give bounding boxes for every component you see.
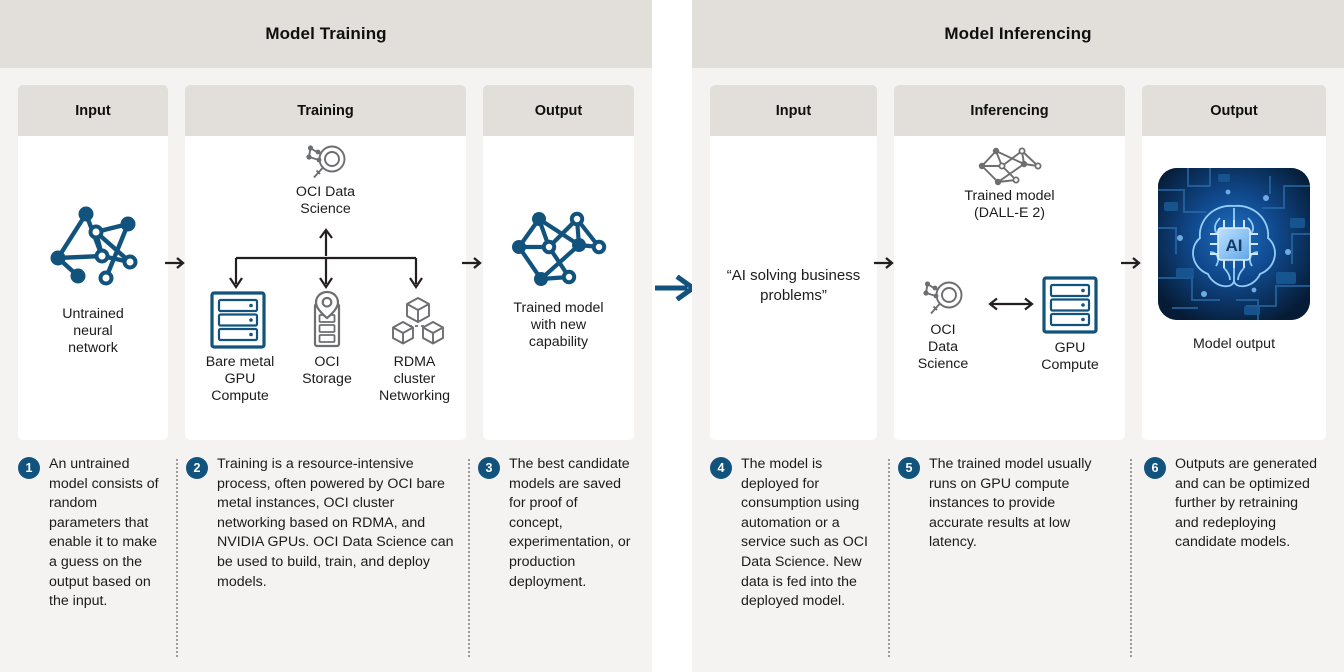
gpu-compute-label: GPU Compute	[1041, 340, 1099, 373]
trained-model-dalle-icon	[976, 146, 1044, 191]
note-text-3: The best candidate models are saved for …	[509, 456, 631, 590]
stage-header-training: Training	[185, 85, 466, 136]
trained-model-icon	[509, 211, 609, 291]
stage-body-inferencing-input: “AI solving business problems”	[710, 136, 877, 440]
note-4: 4 The model is deployed for consumption …	[710, 455, 880, 612]
note-badge-1: 1	[18, 457, 40, 479]
trained-model-label: Trained model with new capability	[513, 300, 604, 350]
note-divider-5	[1130, 459, 1132, 657]
chip-ai-text: AI	[1226, 236, 1243, 255]
bare-metal-gpu-compute-label: Bare metal GPU Compute	[205, 354, 275, 404]
stage-header-input: Input	[18, 85, 168, 136]
note-5: 5 The trained model usually runs on GPU …	[898, 455, 1094, 553]
section-model-training: Model Training Input	[0, 0, 652, 672]
note-text-5: The trained model usually runs on GPU co…	[929, 456, 1092, 551]
stage-header-inferencing-output: Output	[1142, 85, 1326, 136]
stage-header-inferencing-input: Input	[710, 85, 877, 136]
stage-inferencing-output[interactable]: Output	[1142, 85, 1326, 440]
training-notes: 1 An untrained model consists of random …	[0, 455, 652, 672]
note-badge-6: 6	[1144, 457, 1166, 479]
stage-body-training-output: Trained model with new capability	[483, 136, 634, 440]
note-text-6: Outputs are generated and can be optimiz…	[1175, 456, 1317, 551]
note-1: 1 An untrained model consists of random …	[18, 455, 166, 612]
note-6: 6 Outputs are generated and can be optim…	[1144, 455, 1322, 553]
bare-metal-gpu-compute-icon	[210, 291, 266, 354]
stage-header-inferencing: Inferencing	[894, 85, 1125, 136]
section-model-inferencing: Model Inferencing Input “AI solving busi…	[692, 0, 1344, 672]
arrow-training-to-output	[462, 257, 482, 269]
stage-body-training: OCI Data Science	[185, 136, 466, 440]
training-connector-tree	[229, 228, 423, 289]
model-output-label: Model output	[1192, 336, 1276, 352]
untrained-neural-network-icon	[44, 206, 142, 296]
oci-data-science-icon	[303, 142, 349, 187]
arrow-training-to-inferencing	[655, 275, 697, 301]
note-text-1: An untrained model consists of random pa…	[49, 456, 159, 610]
oci-data-science-icon-inferencing	[920, 278, 966, 323]
arrow-inferencing-input-to-inferencing	[874, 257, 894, 269]
training-stages: Input	[0, 85, 652, 440]
oci-storage-label: OCI Storage	[302, 354, 352, 387]
note-text-2: Training is a resource-intensive process…	[217, 456, 454, 590]
untrained-neural-network-label: Untrained neural network	[62, 306, 124, 356]
inferencing-stages: Input “AI solving business problems” Inf…	[692, 85, 1344, 440]
rdma-cluster-networking-label: RDMA cluster Networking	[379, 354, 450, 404]
stage-inferencing-input[interactable]: Input “AI solving business problems”	[710, 85, 877, 440]
stage-inferencing-inferencing[interactable]: Inferencing	[894, 85, 1125, 440]
rdma-cluster-networking-icon	[391, 296, 445, 353]
section-title-model-inferencing: Model Inferencing	[692, 0, 1344, 68]
stage-training-training[interactable]: Training	[185, 85, 466, 440]
section-title-model-training: Model Training	[0, 0, 652, 68]
oci-storage-icon	[309, 290, 345, 355]
note-badge-3: 3	[478, 457, 500, 479]
note-3: 3 The best candidate models are saved fo…	[478, 455, 634, 592]
note-text-4: The model is deployed for consumption us…	[741, 456, 868, 610]
prompt-quote: “AI solving business problems”	[726, 267, 861, 304]
note-badge-5: 5	[898, 457, 920, 479]
gpu-compute-icon	[1042, 276, 1098, 339]
stage-training-output[interactable]: Output	[483, 85, 634, 440]
note-divider-4	[888, 459, 890, 657]
note-divider-2	[468, 459, 470, 657]
trained-model-dalle-label: Trained model (DALL-E 2)	[964, 188, 1055, 221]
inferencing-notes: 4 The model is deployed for consumption …	[692, 455, 1344, 672]
model-output-image: AI	[1158, 168, 1310, 320]
section-gap	[652, 0, 692, 672]
arrow-inferencing-to-output	[1121, 257, 1141, 269]
stage-body-inferencing-output: AI Model output	[1142, 136, 1326, 440]
stage-body-training-input: Untrained neural network	[18, 136, 168, 440]
arrow-bidirectional-data-science-gpu	[988, 297, 1034, 311]
note-2: 2 Training is a resource-intensive proce…	[186, 455, 458, 592]
note-badge-4: 4	[710, 457, 732, 479]
note-divider-1	[176, 459, 178, 657]
oci-data-science-label-inferencing: OCI Data Science	[917, 322, 969, 372]
oci-data-science-label: OCI Data Science	[295, 184, 356, 217]
arrow-input-to-training	[165, 257, 185, 269]
stage-training-input[interactable]: Input	[18, 85, 168, 440]
stage-body-inferencing: Trained model (DALL-E 2)	[894, 136, 1125, 440]
stage-header-output: Output	[483, 85, 634, 136]
note-badge-2: 2	[186, 457, 208, 479]
